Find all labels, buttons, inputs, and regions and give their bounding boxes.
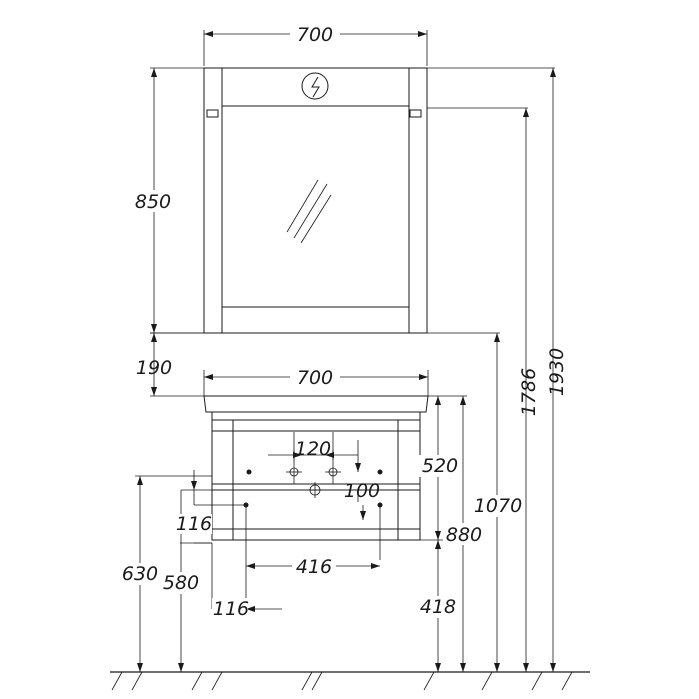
mirror-mount-height-label: 1786 <box>518 368 540 416</box>
mirror-height-label: 850 <box>135 191 171 213</box>
dim-basin-width: 700 <box>203 365 429 396</box>
pipe-offset-label: 100 <box>344 480 380 502</box>
cabinet <box>211 411 421 541</box>
total-height-label: 1930 <box>546 348 568 396</box>
mirror-width-label: 700 <box>297 24 333 46</box>
dim-wall-mount-height: 630 <box>119 475 212 672</box>
dim-total-height: 1930 <box>546 68 568 672</box>
basin-top-height-label: 1070 <box>474 495 522 517</box>
floor-clearance-label: 418 <box>420 596 456 618</box>
floor <box>110 671 590 691</box>
wall-mount-height-label: 630 <box>122 563 158 585</box>
mirror-outer-frame <box>203 67 428 334</box>
gap-label: 190 <box>136 357 172 379</box>
dim-mirror-mount-height: 1786 <box>518 108 540 672</box>
basin-width-label: 700 <box>297 367 333 389</box>
dim-gap: 190 <box>136 333 172 396</box>
drain-offset-upper-label: 116 <box>176 513 212 535</box>
cabinet-bottom-label: 880 <box>446 524 482 546</box>
dim-drain-offset-lower: 116 <box>194 542 282 620</box>
dim-mirror-height: 850 <box>132 67 204 334</box>
basin <box>203 395 429 420</box>
mirror <box>203 67 428 334</box>
cabinet-height-label: 520 <box>422 455 458 477</box>
tap-spacing-label: 120 <box>295 438 331 460</box>
drain-height-label: 580 <box>163 572 199 594</box>
dim-drain-spacing: 416 <box>246 555 380 578</box>
dim-cabinet-bottom: 880 <box>443 396 483 672</box>
dim-drain-offset-upper: 116 <box>176 470 246 535</box>
drain-offset-lower-label: 116 <box>213 598 249 620</box>
mirror-right-lamp <box>409 109 422 118</box>
dim-tap-spacing: 120 <box>268 438 358 460</box>
drain-spacing-label: 416 <box>296 556 332 578</box>
electric-socket-icon <box>301 72 329 100</box>
mirror-reflection-icon <box>286 179 332 244</box>
mirror-left-lamp <box>206 109 219 118</box>
dim-floor-clearance: 418 <box>418 540 458 672</box>
dim-cabinet-height: 520 <box>418 396 458 541</box>
basin-top <box>203 395 429 413</box>
dim-drain-height: 580 <box>160 490 212 672</box>
dim-pipe-offset: 100 <box>340 440 380 502</box>
wall-mounts <box>243 502 383 609</box>
dim-basin-top-height: 1070 <box>474 333 522 672</box>
dim-mirror-width: 700 <box>203 22 428 66</box>
